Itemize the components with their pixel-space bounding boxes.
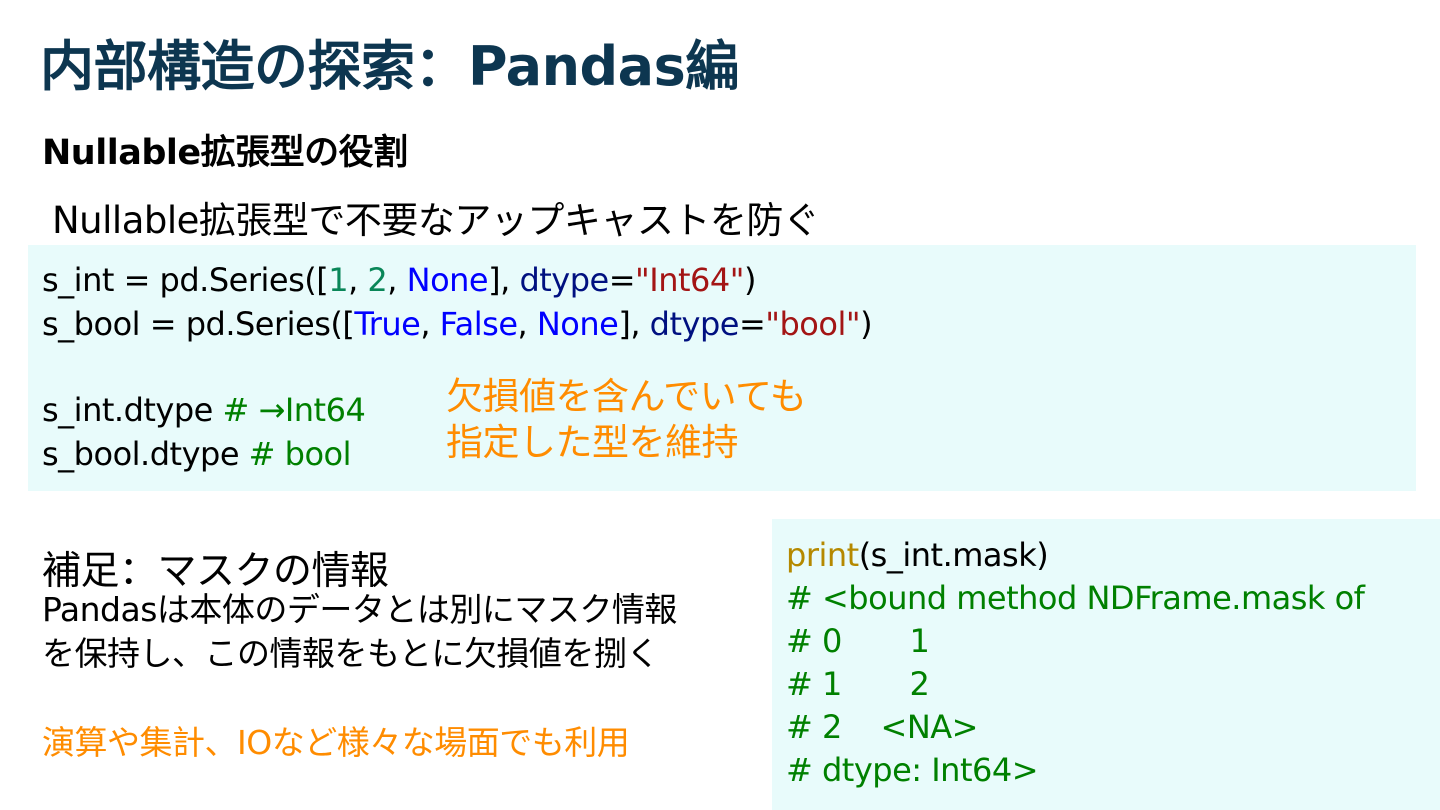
code-text: ) [743,261,756,299]
code-line-bool-dtype: s_bool.dtype # bool [42,432,352,476]
code-text: ], [618,305,650,343]
code-line-s-bool: s_bool = pd.Series([True, False, None], … [42,302,873,346]
code-line-s-int: s_int = pd.Series([1, 2, None], dtype="I… [42,258,756,302]
code-text: s_bool.dtype [42,435,249,473]
section-heading: Nullable拡張型の役割 [42,133,408,173]
code-function: print [786,536,859,574]
code-output-line: # 2 <NA> [786,708,978,746]
code-text: , [387,261,407,299]
code-line-int-dtype: s_int.dtype # →Int64 [42,388,366,432]
code-block-main: s_int = pd.Series([1, 2, None], dtype="I… [28,245,1416,491]
code-number: 1 [328,261,349,299]
annotation-line: 欠損値を含んでいても [446,375,807,418]
code-keyword: None [406,261,489,299]
supplement-body-line: Pandasは本体のデータとは別にマスク情報 [42,590,677,629]
lead-text: Nullable拡張型で不要なアップキャストを防ぐ [52,199,820,242]
code-text: , [348,261,368,299]
code-keyword: True [354,305,421,343]
annotation-callout: 欠損値を含んでいても 指定した型を維持 [446,374,807,466]
supplement-body: Pandasは本体のデータとは別にマスク情報 を保持し、この情報をもとに欠損値を… [42,588,677,676]
code-comment: # →Int64 [222,391,366,429]
code-text: = [608,261,636,299]
code-block-mask: print(s_int.mask) # <bound method NDFram… [772,519,1440,810]
supplement-heading: 補足：マスクの情報 [42,549,389,594]
code-text: , [420,305,440,343]
code-keyword: False [439,305,518,343]
code-keyword: None [536,305,619,343]
slide-title: 内部構造の探索：Pandas編 [40,35,739,98]
code-param: dtype [519,261,609,299]
code-text: (s_int.mask) [858,536,1049,574]
code-string: "bool" [765,305,861,343]
code-text: ) [860,305,873,343]
code-text: ], [488,261,520,299]
code-param: dtype [649,305,740,343]
code-text: = [738,305,766,343]
code-number: 2 [367,261,388,299]
code-output-line: # <bound method NDFrame.mask of [786,579,1365,617]
code-text: s_int = pd.Series([ [42,261,329,299]
code-output-line: # 0 1 [786,622,930,660]
code-output-line: # 1 2 [786,665,930,703]
code-output-line: # dtype: Int64> [786,751,1039,789]
code-text: s_int.dtype [42,391,223,429]
code-comment: # bool [248,435,352,473]
code-text: , [517,305,537,343]
supplement-body-line: を保持し、この情報をもとに欠損値を捌く [42,634,659,673]
code-string: "Int64" [635,261,744,299]
supplement-note: 演算や集計、IOなど様々な場面でも利用 [42,723,630,762]
code-line-print: print(s_int.mask) [786,533,1049,577]
code-text: s_bool = pd.Series([ [42,305,355,343]
annotation-line: 指定した型を維持 [446,421,739,464]
